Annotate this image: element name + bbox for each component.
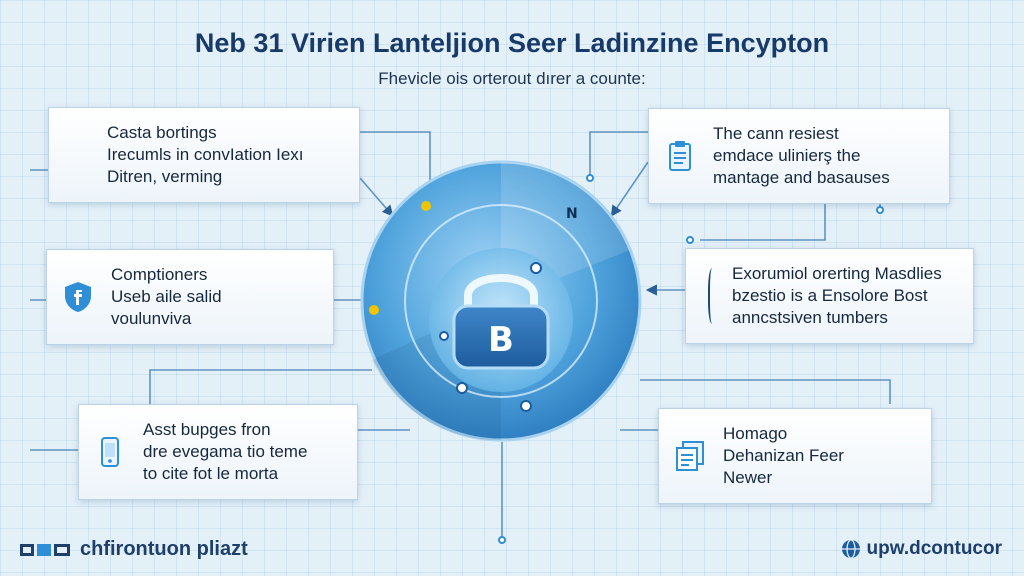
globe-node [456, 382, 468, 394]
connector-card-5b [149, 369, 372, 404]
card-line: Homago [723, 424, 788, 443]
card-line: voulunviva [111, 309, 192, 328]
card-line: mantage and basauses [713, 168, 890, 187]
card-line: Exorumiol orerting Masdlies [732, 264, 942, 283]
central-hub-globe: B N [360, 160, 642, 442]
footer-logo-text: chfirontuon pliazt [80, 538, 248, 560]
info-card-4: Exorumiol orerting Masdlies bzestio is a… [685, 248, 974, 344]
globe-node [369, 305, 379, 315]
clipboard-icon [669, 141, 691, 171]
globe-node [530, 262, 542, 274]
hub-corner-text: N [566, 206, 578, 222]
connector-card-2 [589, 131, 648, 178]
connector-node [876, 206, 884, 214]
info-card-6: Homago Dehanizan Feer Newer [658, 408, 932, 504]
card-line: Useb aile salid [111, 287, 222, 306]
card-line: bzestio is a Ensolore Bost [732, 286, 928, 305]
card-line: Asst bupges fron [143, 420, 271, 439]
globe-inner-ring [404, 204, 598, 398]
connector-card-2b [610, 161, 649, 217]
card-line: Ditren, verming [107, 167, 223, 186]
connector-card-6b [640, 379, 891, 404]
lock-body [452, 304, 550, 370]
bracket-icon [708, 268, 718, 324]
card-line: anncstsiven tumbers [732, 308, 888, 327]
connector-left-side [30, 169, 78, 451]
card-line: Casta bortings [107, 123, 217, 142]
globe-node [520, 400, 532, 412]
info-card-3: Comptioners Useb aile salid voulunviva [46, 249, 334, 345]
footer-url-text: upw.dcontucor [866, 538, 1002, 559]
web-globe-icon [841, 539, 860, 559]
card-line: Comptioners [111, 265, 208, 284]
connector-card-1 [360, 131, 431, 190]
card-line: to cite fot le morta [143, 464, 279, 483]
card-line: dre evegama tio teme [143, 442, 308, 461]
card-line: The cann resiest [713, 124, 839, 143]
info-card-5: Asst bupges fron dre evegama tio teme to… [78, 404, 358, 500]
globe-node [439, 331, 449, 341]
info-card-2: The cann resiest emdace ulinierş the man… [648, 108, 950, 204]
connector-card-1b [359, 177, 394, 217]
document-stack-icon [676, 441, 704, 471]
page-title: Neb 31 Virien Lanteljion Seer Ladinzine … [194, 28, 830, 58]
footer-url-link[interactable]: upw.dcontucor [841, 538, 1002, 560]
lock-shackle [464, 274, 538, 310]
globe-node [421, 201, 431, 211]
connector-node [586, 174, 594, 182]
card-line: emdace ulinierş the [713, 146, 861, 165]
info-card-1: Casta bortings Irecumls in convIation Ie… [48, 107, 360, 203]
footer-brand[interactable]: chfirontuon pliazt [20, 538, 248, 561]
connector-node [686, 236, 694, 244]
brand-logo-icon [20, 543, 70, 556]
card-line: Irecumls in convIation Iexı [107, 145, 304, 164]
hub-letter: B [488, 320, 514, 360]
connector-node [498, 536, 506, 544]
card-line: Dehanizan Feer [723, 446, 844, 465]
page-subtitle: Fhevicle ois orterout dırer a counte: [378, 69, 646, 88]
phone-icon [101, 437, 119, 467]
shield-icon [65, 282, 91, 312]
card-line: Newer [723, 468, 773, 487]
